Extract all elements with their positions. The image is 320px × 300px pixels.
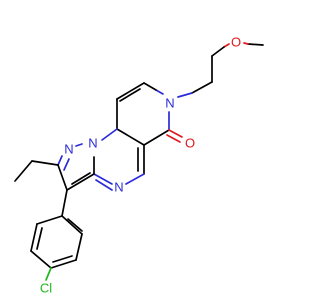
atom-n-pyridone: N (165, 96, 174, 111)
bond-oether-ch2-o (223, 43, 230, 48)
bond-c3-c3a-double (71, 172, 91, 185)
atom-o-ether: O (231, 35, 241, 50)
bond-ph-6-1 (36, 215, 63, 225)
bond-c3-phenyl (61, 189, 68, 217)
bond-nbridge-c9a (101, 128, 118, 141)
bond-c5-npyrimidine (125, 173, 145, 185)
bond-oether-ch2 (211, 46, 225, 57)
bonds (14, 42, 264, 281)
bond-npyrimidine-c3a-double (95, 179, 113, 191)
atom-n-pyrazole: N (64, 142, 73, 157)
bond-c2-c3 (57, 164, 68, 191)
bond-npyrazole-c2 (57, 155, 63, 166)
bond-ph-4-5 (30, 250, 52, 269)
bond-ph-1-2-double (67, 218, 83, 232)
bond-ch2-ch2b (191, 81, 213, 94)
bond-c9-c5a (116, 128, 145, 146)
bond-methyl-oether (247, 43, 264, 46)
bond-npyrazole-c2-double (63, 158, 70, 171)
bond-ethyl-ch3 (14, 160, 33, 182)
bond-npyridone-ch (155, 89, 164, 95)
chemical-structure-diagram: O N O N N N Cl (14, 35, 264, 296)
atom-labels: O N O N N N Cl (40, 35, 241, 296)
bond-c2-ethyl (31, 160, 59, 166)
bond-c6-ocarbonyl (168, 129, 183, 138)
atom-o-carbonyl: O (185, 136, 195, 151)
bond-ph-3-4 (50, 259, 77, 269)
bond-ph-cl (45, 267, 52, 281)
bond-ch-ch-top-double (119, 88, 141, 102)
bond-ph-1-2 (61, 215, 83, 235)
bond-ph-5-6-double (36, 227, 43, 250)
bond-ph-2-3 (75, 233, 83, 261)
bond-c5a-c6 (143, 129, 170, 146)
bond-nbridge-npyrazole (75, 143, 83, 147)
bond-c3-c3a (66, 173, 95, 191)
bond-ph-5-6 (30, 223, 38, 252)
bond-npyrimidine-c3a (93, 173, 113, 185)
bond-methyl-oether-o (243, 42, 249, 45)
atom-cl: Cl (40, 281, 52, 296)
bond-ch-ch-top-b (116, 82, 145, 100)
bond-ch2-npyridone (177, 92, 193, 98)
bond-c6-ocarbonyl-double (166, 134, 181, 143)
atom-n-pyrimidine: N (114, 180, 123, 195)
bond-ph-3-4-double (52, 255, 73, 263)
bond-ch-ch-top (143, 82, 157, 91)
atom-n-bridge: N (88, 136, 97, 151)
